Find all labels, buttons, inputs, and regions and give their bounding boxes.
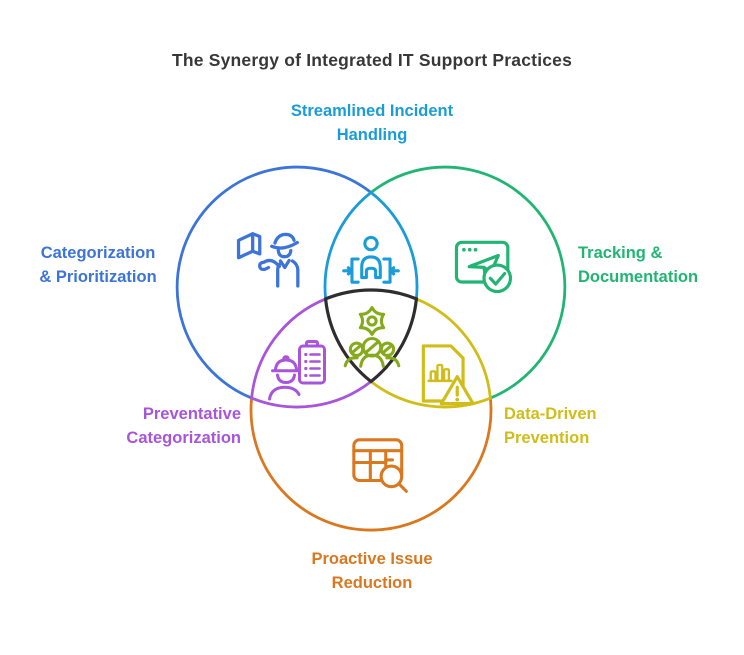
window-dot [467,247,472,252]
check-circle [482,263,513,294]
report-page [421,344,465,403]
head-slash-right [381,343,394,354]
magnifier-lens [379,464,404,489]
hard-hat-knob [282,355,290,362]
head-slash-left [350,343,363,354]
chart-bar [442,368,451,383]
label-line: Categorization [40,244,156,262]
officer-arm [262,258,281,269]
head-slash-center [363,340,381,355]
officer-hand [258,260,271,272]
gear-hub [366,315,378,327]
label-line: Data-Driven [504,405,597,423]
engineer-shoulders [268,385,301,401]
browser-window [454,240,510,284]
warning-dot [455,397,460,402]
label-proactive-issue-reduction: Proactive Issue Reduction [0,547,744,595]
window-dot [462,247,466,252]
top-lens-outline [323,190,419,301]
right-lens-outline [369,297,492,409]
left-circle-outer-arc [175,165,373,400]
label-categorization-prioritization: Categorization & Prioritization [0,241,196,289]
label-line: Streamlined Incident [290,102,454,120]
list-dot [304,352,308,357]
left-lens-outline [250,297,373,409]
label-line: Proactive Issue [311,550,433,568]
check-mark [488,271,507,286]
label-line: Reduction [331,574,413,592]
open-book-shape [236,232,255,260]
gear-flower [358,306,386,336]
chart-bar [436,363,444,383]
list-dot [304,359,308,364]
label-line: Prevention [504,429,590,447]
engineer-checklist-icon [268,340,326,401]
officer-cap-brim [270,240,299,250]
bottom-circle-outer-arc [249,396,493,532]
magnifier-handle [397,482,408,493]
team-shoulders-left [343,356,359,368]
table-search-icon [352,438,408,493]
left-arrow [342,266,354,276]
hard-hat [274,358,298,371]
label-preventative-categorization: Preventative Categorization [40,402,241,450]
label-data-driven-prevention: Data-Driven Prevention [504,402,597,450]
label-tracking-documentation: Tracking & Documentation [578,241,698,289]
list-dot [304,373,308,378]
table-frame [352,438,404,483]
list-lines [309,353,321,377]
open-book-right-page [251,232,262,256]
engineer-face [276,373,296,384]
report-alert-icon [421,344,475,406]
person-intake-icon [342,235,400,284]
officer-torso-right [290,259,300,288]
person-head [363,235,379,252]
tracking-confirmation-icon [454,240,513,294]
person-torso [360,255,382,280]
clipboard [298,344,326,385]
right-circle-outer-arc [369,165,567,400]
label-line: Handling [336,126,408,144]
chart-bar [429,370,437,383]
team-head-right [379,341,396,358]
list-dot [304,366,308,371]
team-gear-icon [343,306,401,368]
window-dot [473,247,478,252]
officer-face [276,248,293,259]
page-title: The Synergy of Integrated IT Support Pra… [171,50,573,70]
clipboard-tab [305,340,319,348]
label-line: Categorization [126,429,241,447]
label-line: Tracking & [578,244,663,262]
right-arrow [388,266,400,276]
team-shoulders-right [385,356,401,368]
label-streamlined-incident-handling: Streamlined Incident Handling [0,99,744,147]
officer-document-icon [236,232,300,288]
label-line: Documentation [578,268,699,286]
officer-cap [273,232,296,245]
team-shoulders-center [359,353,385,368]
center-region-outline [324,288,419,384]
label-line: & Prioritization [39,268,157,286]
label-line: Preventative [142,405,241,423]
